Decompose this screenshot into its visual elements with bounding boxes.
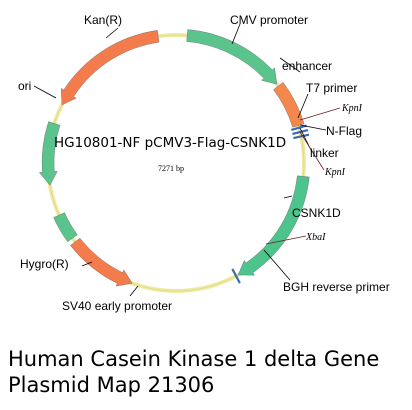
ori-leader [33, 85, 57, 99]
ori-label: ori [18, 79, 31, 93]
plasmid-size: 7271 bp [158, 164, 184, 173]
csnk-leader [283, 195, 293, 199]
kpn1a-label: KpnI [341, 103, 363, 114]
hygro-label: Hygro(R) [20, 257, 69, 271]
csnk-arc [237, 175, 310, 276]
xba1-label: XbaI [305, 232, 326, 243]
nflag-leader [299, 124, 327, 131]
t7-label: T7 primer [306, 81, 357, 95]
cmv-label: CMV promoter [230, 13, 308, 27]
linker-label: linker [310, 146, 339, 160]
kpn1b-label: KpnI [324, 167, 346, 178]
kan-leader [105, 27, 119, 39]
hygro-leader [81, 261, 93, 267]
sv40-leader [129, 285, 139, 297]
t7-leader [297, 93, 309, 119]
enhancer-leader [279, 57, 301, 73]
caption-line-1: Human Casein Kinase 1 delta Gene [8, 347, 380, 371]
linker-band [293, 133, 310, 140]
t7-band [291, 124, 308, 131]
kpn1a-leader [299, 107, 341, 121]
hygro-arc [70, 237, 133, 287]
caption: Human Casein Kinase 1 delta Gene Plasmid… [8, 346, 408, 398]
enh-arc [273, 82, 305, 128]
kpn1b-leader [299, 131, 325, 171]
nflag-label: N-Flag [326, 124, 362, 138]
plasmid-name: HG10801-NF pCMV3-Flag-CSNK1D [54, 135, 286, 151]
cmv-leader [231, 23, 241, 45]
bgh-leader [263, 249, 291, 281]
sv40-label: SV40 early promoter [62, 299, 172, 313]
caption-line-2: Plasmid Map 21306 [8, 373, 215, 397]
enhancer-label: enhancer [282, 59, 332, 73]
bgh-band [231, 268, 241, 284]
sv40-arc [53, 212, 78, 243]
csnk-label: CSNK1D [292, 206, 341, 220]
bgh-label: BGH reverse primer [283, 280, 390, 294]
ori-arc [38, 121, 61, 186]
kan-label: Kan(R) [84, 13, 122, 27]
cmv-arc [186, 29, 278, 85]
xba1-leader [265, 235, 307, 245]
kan-arc [60, 30, 160, 106]
plasmid-map: Kan(R) CMV promoter enhancer T7 primer N… [18, 13, 390, 313]
